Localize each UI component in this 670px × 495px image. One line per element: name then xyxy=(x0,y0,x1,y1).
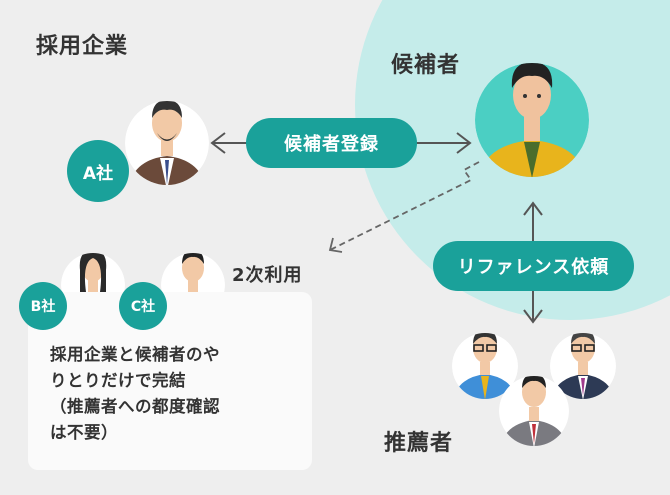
note-text: 採用企業と候補者のや りとりだけで完結 （推薦者への都度確認 は不要） xyxy=(50,342,305,446)
recommender-label: 推薦者 xyxy=(384,431,454,456)
reference-request-pill: リファレンス依頼 xyxy=(433,241,634,291)
candidate-avatar xyxy=(475,63,589,177)
candidate-label: 候補者 xyxy=(391,53,461,78)
company-a-avatar xyxy=(125,101,209,185)
registration-pill: 候補者登録 xyxy=(246,118,417,168)
note-line: （推薦者への都度確認 xyxy=(50,397,220,416)
secondary-use-label: 2次利用 xyxy=(232,265,303,286)
company-b-badge: B社 xyxy=(19,282,67,330)
secondary-use-dashed-arrow-icon xyxy=(328,161,480,253)
note-line: は不要） xyxy=(50,423,118,442)
note-line: りとりだけで完結 xyxy=(50,371,186,390)
company-c-badge: C社 xyxy=(119,282,167,330)
company-group-label: 採用企業 xyxy=(36,34,129,59)
note-line: 採用企業と候補者のや xyxy=(50,345,220,364)
note-card xyxy=(28,292,312,470)
company-a-badge: A社 xyxy=(67,140,129,202)
